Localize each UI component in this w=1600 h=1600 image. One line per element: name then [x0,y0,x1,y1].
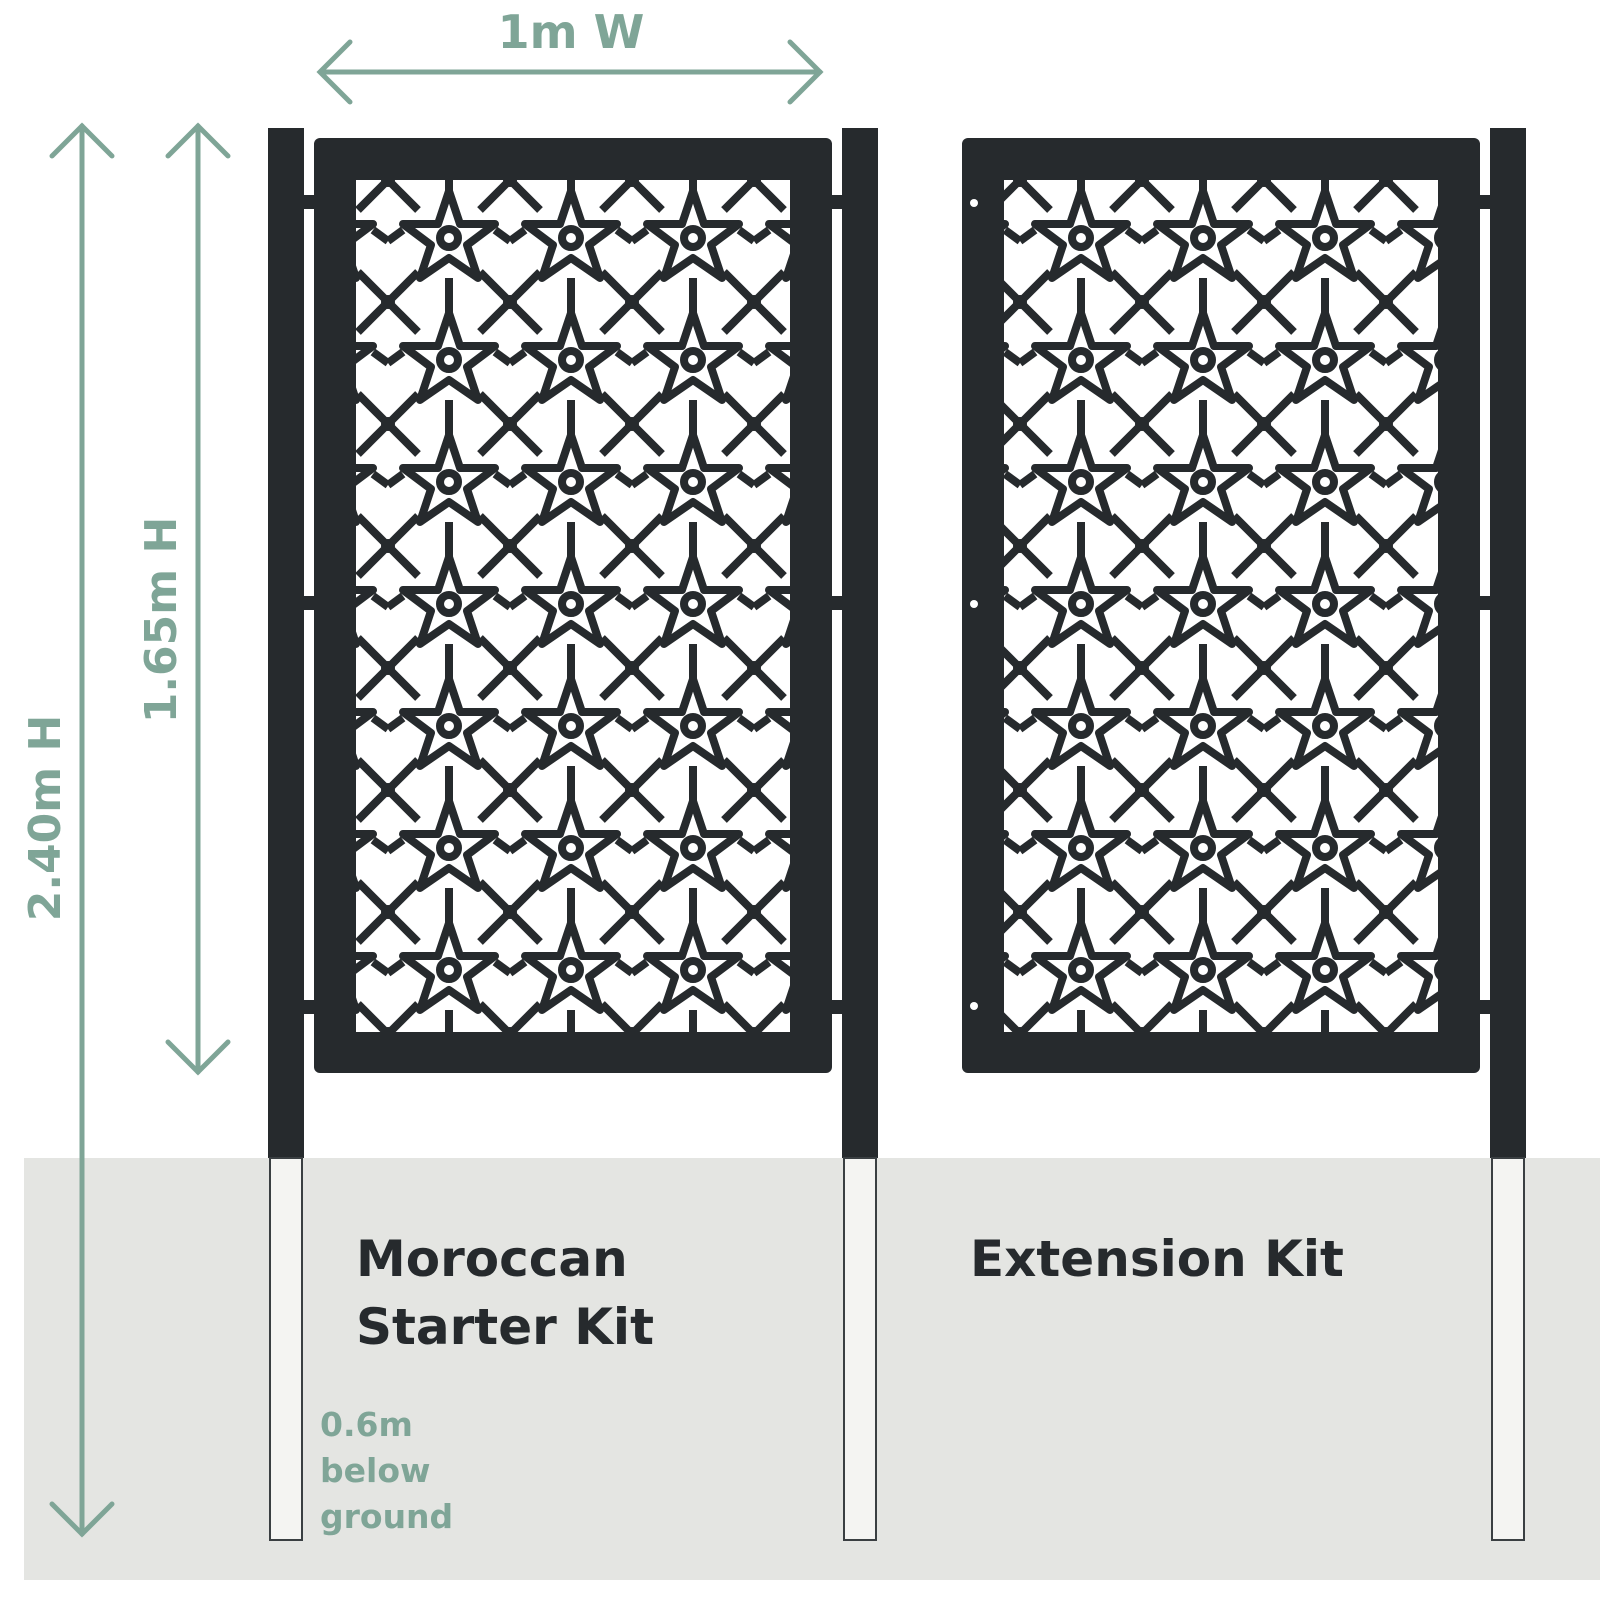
post-2-below-ground [843,1157,877,1541]
total-height-label: 2.40m H [20,715,71,922]
starter-kit-line-1: Moroccan [356,1230,628,1288]
below-ground-line-3: ground [320,1497,453,1536]
starter-panel-screen [356,180,790,1032]
starter-kit-label: Moroccan Starter Kit [356,1230,654,1356]
below-ground-note: 0.6m below ground [320,1405,453,1536]
post-3 [1490,128,1526,1158]
posts [268,128,1526,1541]
post-1-below-ground [269,1157,303,1541]
below-ground-line-2: below [320,1451,430,1490]
brackets [300,195,1492,1014]
panel-height-label: 1.65m H [136,517,187,724]
panel-height-arrow [165,122,231,1076]
width-arrow [316,39,824,105]
ground-band [24,1158,1600,1580]
below-ground-line-1: 0.6m [320,1405,413,1444]
extension-kit-line-1: Extension Kit [970,1230,1344,1288]
post-3-below-ground [1491,1157,1525,1541]
extension-panel-screen [1004,180,1438,1032]
width-label: 1m W [498,5,645,59]
extension-panel [962,138,1480,1073]
starter-kit-line-2: Starter Kit [356,1298,654,1356]
extension-kit-label: Extension Kit [970,1230,1344,1288]
total-height-arrow [49,122,115,1538]
post-1 [268,128,304,1158]
starter-panel [314,138,832,1073]
post-2 [842,128,878,1158]
